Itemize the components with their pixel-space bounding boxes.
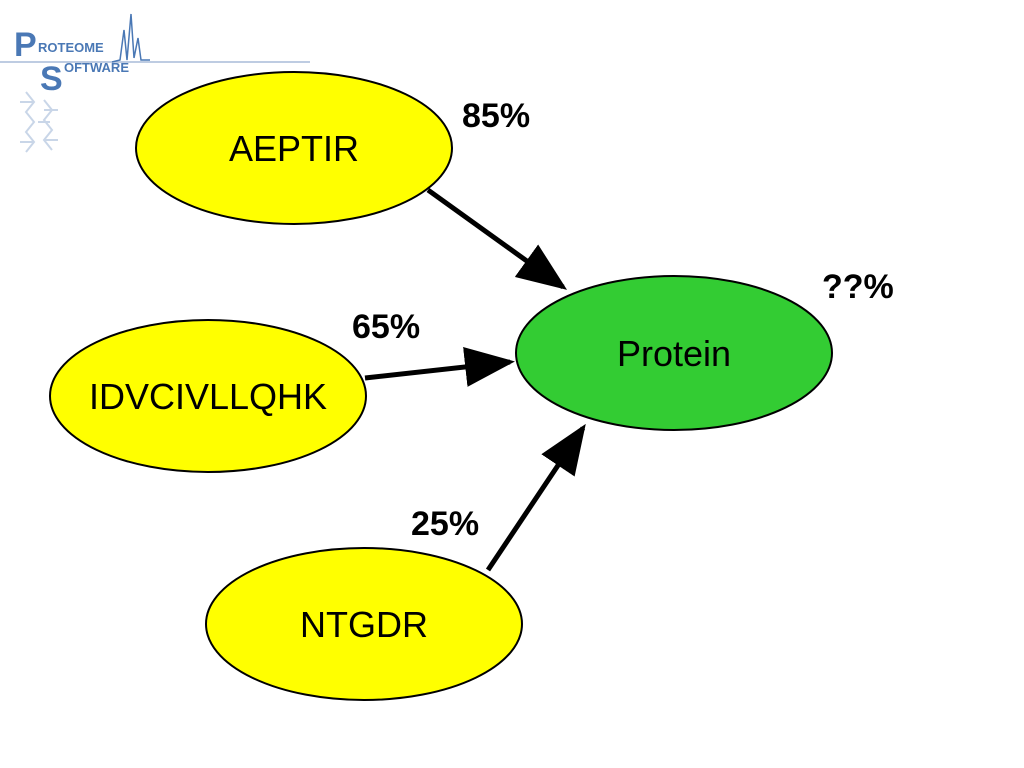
node-ntgdr-shape: [205, 547, 523, 701]
edge-ntgdr-probability: 25%: [411, 505, 479, 543]
node-protein-shape: [515, 275, 833, 431]
node-aeptir-label: AEPTIR: [229, 128, 359, 169]
proteome-software-logo: P ROTEOME S OFTWARE: [0, 13, 310, 153]
node-idvcivllqhk-shape: [49, 319, 367, 473]
molecule-icon: [20, 91, 58, 153]
logo-initial-p: P: [14, 26, 37, 64]
logo-initial-s: S: [40, 60, 63, 98]
logo-line2: OFTWARE: [64, 60, 129, 75]
edge-ntgdr-to-protein: [485, 423, 586, 572]
node-ntgdr-label: NTGDR: [300, 604, 428, 645]
node-protein: Protein: [515, 275, 833, 431]
node-protein-label: Protein: [617, 333, 731, 374]
node-aeptir-shape: [135, 71, 453, 225]
edge-idvcivllqhk-probability: 65%: [352, 308, 420, 346]
node-aeptir: AEPTIR: [135, 71, 453, 225]
node-idvcivllqhk: IDVCIVLLQHK: [49, 319, 367, 473]
node-idvcivllqhk-label: IDVCIVLLQHK: [89, 376, 327, 417]
node-ntgdr: NTGDR: [205, 547, 523, 701]
edge-idvcivllqhk-to-protein: [364, 347, 515, 387]
edge-aeptir-to-protein: [426, 187, 568, 290]
logo-line1: ROTEOME: [38, 40, 104, 55]
edge-aeptir-probability: 85%: [462, 97, 530, 135]
protein-probability: ??%: [822, 268, 894, 306]
